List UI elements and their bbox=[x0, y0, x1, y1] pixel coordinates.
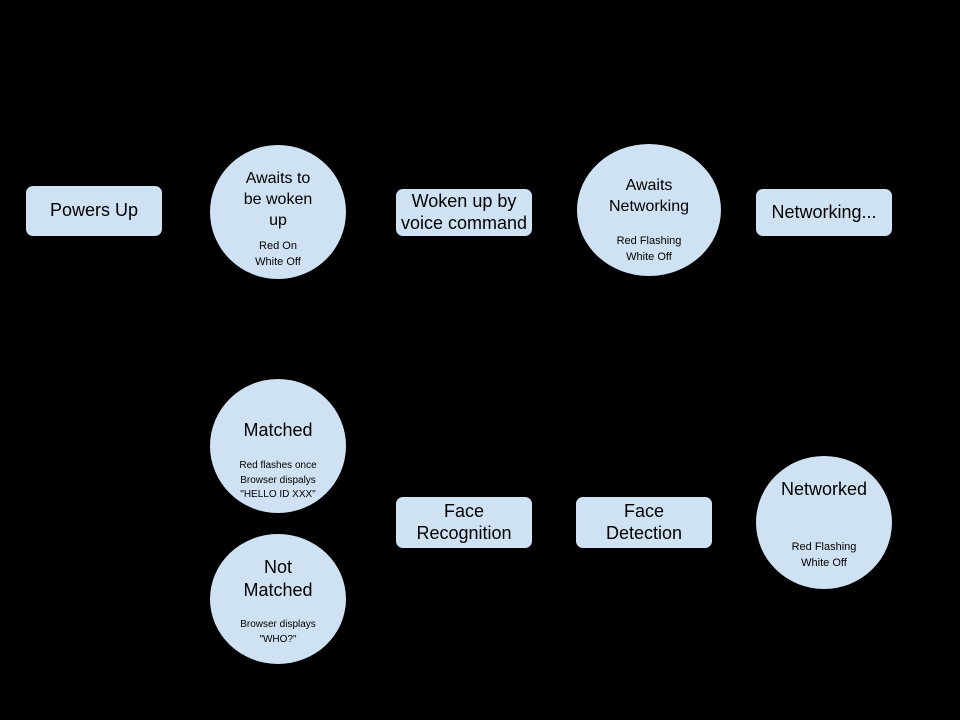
node-networked: Networked Red Flashing White Off bbox=[755, 455, 893, 590]
awaits-networking-sublabel: Red Flashing White Off bbox=[616, 235, 682, 263]
networking-label: Networking... bbox=[771, 201, 877, 222]
networked-label: Networked bbox=[780, 479, 868, 499]
awaits-wake-up-label: Awaits to be woken up bbox=[243, 170, 313, 229]
node-not-matched: Not Matched Browser displays "WHO?" bbox=[209, 533, 347, 665]
node-powers-up: Powers Up bbox=[25, 185, 163, 237]
woken-by-voice-label: Woken up by voice command bbox=[400, 190, 528, 233]
awaits-networking-label: Awaits Networking bbox=[608, 177, 690, 215]
face-detection-label: Face Detection bbox=[605, 500, 683, 543]
node-awaits-wake-up: Awaits to be woken up Red On White Off bbox=[209, 144, 347, 280]
node-woken-by-voice: Woken up by voice command bbox=[395, 188, 533, 237]
node-matched: Matched Red flashes once Browser dispaly… bbox=[209, 378, 347, 514]
face-recognition-label: Face Recognition bbox=[416, 500, 512, 543]
not-matched-sublabel: Browser displays "WHO?" bbox=[240, 619, 316, 645]
networked-sublabel: Red Flashing White Off bbox=[791, 541, 857, 569]
matched-sublabel: Red flashes once Browser dispalys "HELLO… bbox=[239, 460, 317, 500]
node-face-detection: Face Detection bbox=[575, 496, 713, 549]
node-face-recognition: Face Recognition bbox=[395, 496, 533, 549]
powers-up-label: Powers Up bbox=[49, 200, 139, 221]
awaits-wake-up-sublabel: Red On White Off bbox=[255, 240, 301, 268]
not-matched-label: Not Matched bbox=[243, 557, 313, 601]
node-awaits-networking: Awaits Networking Red Flashing White Off bbox=[576, 143, 722, 277]
node-networking: Networking... bbox=[755, 188, 893, 237]
matched-label: Matched bbox=[243, 420, 313, 440]
